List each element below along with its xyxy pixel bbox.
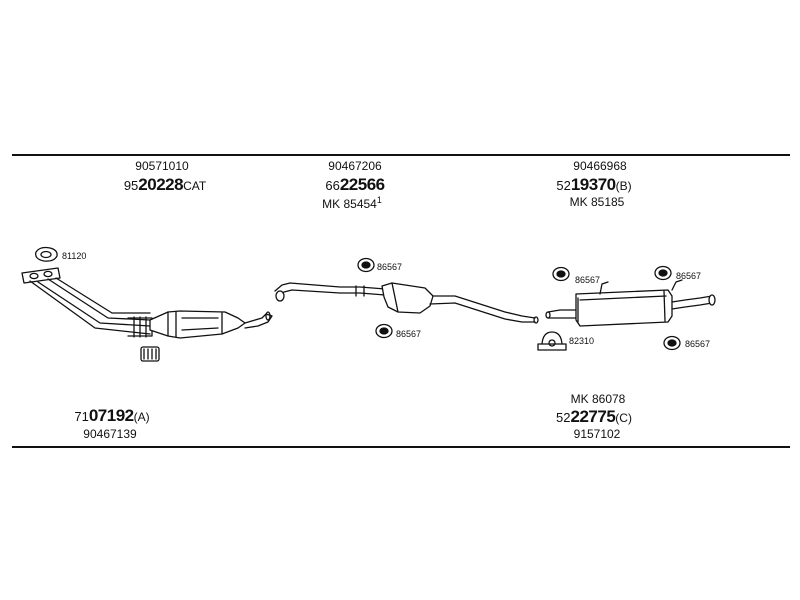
front-bottom-suffix: (A) (133, 410, 150, 424)
ref-hanger-mid-bottom: 86567 (396, 329, 422, 339)
middle-kit-number: MK 854541 (322, 195, 382, 211)
middle-kit-label: MK 85454 (322, 197, 377, 211)
front-bottom-part-number: 7107192(A) (74, 407, 149, 425)
rear-bottom-prefix: 52 (556, 410, 571, 425)
rear-kit-number: MK 85185 (569, 195, 625, 209)
middle-silencer (381, 282, 539, 324)
front-bottom-bold: 07192 (88, 406, 134, 425)
rear-kit2-number: MK 86078 (570, 392, 626, 406)
clamp-icon (537, 331, 567, 351)
hanger-icon (654, 265, 672, 281)
rear-main-prefix: 52 (556, 178, 571, 193)
front-clamp-icon (140, 346, 160, 362)
middle-top-number: 90467206 (328, 159, 382, 173)
middle-main-bold: 22566 (339, 175, 385, 194)
rear-top-number: 90466968 (573, 159, 627, 173)
hanger-icon (375, 323, 393, 339)
front-bottom-number: 90467139 (83, 427, 137, 441)
ref-clamp: 82310 (569, 336, 595, 346)
front-main-part-number: 9520228CAT (124, 176, 206, 194)
catalytic-converter (149, 310, 273, 339)
front-flange (21, 267, 61, 284)
hanger-icon (357, 257, 375, 273)
hanger-icon (552, 266, 570, 282)
ref-hanger-rear-right: 86567 (676, 271, 702, 281)
front-bottom-prefix: 71 (74, 409, 89, 424)
rear-bottom-part-number: 5222775(C) (556, 408, 632, 426)
rear-bottom-suffix: (C) (615, 411, 632, 425)
rear-main-part-number: 5219370(B) (556, 176, 631, 194)
top-divider (12, 154, 790, 156)
rear-silencer (545, 279, 716, 327)
middle-main-prefix: 66 (325, 178, 340, 193)
gasket-icon (35, 246, 58, 262)
hanger-icon (663, 335, 681, 351)
bottom-divider (12, 446, 790, 448)
ref-hanger-rear-bottom: 86567 (685, 339, 711, 349)
middle-pipe (274, 282, 386, 302)
front-main-bold: 20228 (138, 175, 184, 194)
ref-hanger-mid-top: 86567 (377, 262, 403, 272)
rear-bottom-number: 9157102 (573, 427, 621, 441)
rear-main-bold: 19370 (570, 175, 616, 194)
front-main-prefix: 95 (123, 178, 139, 193)
ref-gasket: 81120 (62, 251, 87, 261)
middle-main-part-number: 6622566 (325, 175, 385, 194)
front-pipe (29, 277, 153, 338)
rear-bottom-bold: 22775 (570, 407, 616, 426)
front-top-number: 90571010 (135, 159, 189, 173)
ref-hanger-rear-left: 86567 (575, 275, 601, 285)
middle-kit-sup: 1 (376, 195, 382, 205)
front-main-suffix: CAT (183, 179, 207, 193)
rear-main-suffix: (B) (615, 179, 632, 193)
